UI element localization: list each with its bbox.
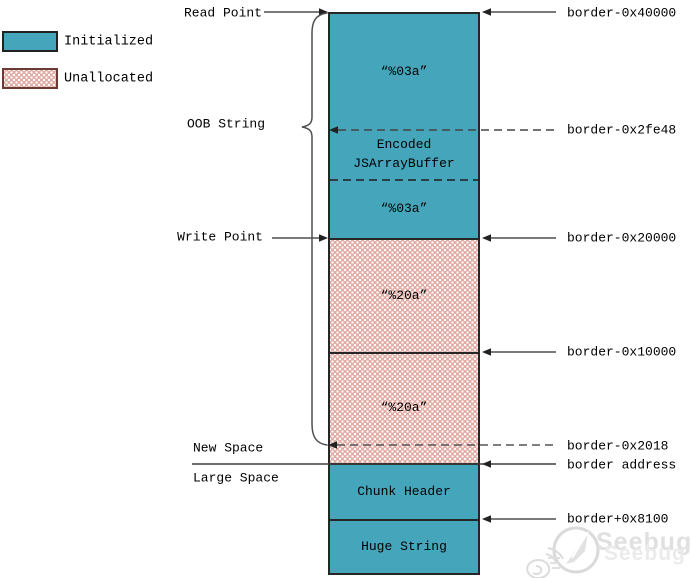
legend-label-initialized: Initialized xyxy=(64,34,154,50)
large-space-label: Large Space xyxy=(193,470,279,486)
border-0x8100-label: border+0x8100 xyxy=(567,511,669,527)
write-point-label: Write Point xyxy=(177,229,263,245)
segment-encoded-jsarraybuffer: Encoded JSArrayBuffer xyxy=(330,130,478,180)
read-point-label: Read Point xyxy=(183,5,262,21)
segment-chunk-header: Chunk Header xyxy=(330,463,478,519)
border-0x2018-label: border-0x2018 xyxy=(567,438,669,454)
write-point-arrow xyxy=(319,234,328,242)
watermark-icons xyxy=(526,526,600,578)
border-0x40000-label: border-0x40000 xyxy=(567,5,677,21)
segment-label: “%20a” xyxy=(380,400,428,416)
border-address-label: border address xyxy=(567,457,677,473)
watermark-brand-text: Seebug xyxy=(596,528,693,556)
border-0x40000-arrow xyxy=(482,8,491,16)
segment-huge-string: Huge String xyxy=(330,519,478,573)
segment-label: “%20a” xyxy=(380,287,428,303)
segment-unallocated-lower: “%20a” xyxy=(330,352,478,463)
border-address-arrow xyxy=(482,460,491,468)
legend-label-unallocated: Unallocated xyxy=(64,71,154,87)
border-0x20000-label: border-0x20000 xyxy=(567,230,677,246)
segment-oob-string-mid: “%03a” xyxy=(330,180,478,238)
segment-label-line2: JSArrayBuffer xyxy=(353,156,455,171)
border-0x10000-arrow xyxy=(482,348,491,356)
segment-label-line1: Encoded xyxy=(376,137,432,153)
segment-label: “%03a” xyxy=(380,63,428,79)
border-0x2fe48-label: border-0x2fe48 xyxy=(567,122,677,138)
oob-string-label: OOB String xyxy=(186,116,265,132)
segment-label: “%03a” xyxy=(380,200,428,216)
border-0x20000-arrow xyxy=(482,234,491,242)
watermark: Seebug Seebug xyxy=(508,520,693,578)
segment-oob-string-top: “%03a” xyxy=(330,14,478,130)
segment-label: Huge String xyxy=(361,538,447,554)
new-space-label: New Space xyxy=(193,440,264,456)
segment-unallocated-upper: “%20a” xyxy=(330,238,478,352)
oob-string-brace xyxy=(301,12,328,446)
legend-swatch-initialized xyxy=(2,31,58,52)
border-0x10000-label: border-0x10000 xyxy=(567,344,677,360)
border-0x8100-arrow xyxy=(482,515,491,523)
read-point-arrow xyxy=(319,8,328,16)
segment-label: Chunk Header xyxy=(357,483,451,499)
memory-column: “%03a” Encoded JSArrayBuffer “%03a” “%20… xyxy=(328,12,480,575)
weibo-icon xyxy=(526,547,564,578)
legend-swatch-unallocated xyxy=(2,68,58,89)
watermark-ghost-text: Seebug xyxy=(604,542,686,565)
seebug-logo-icon xyxy=(548,526,600,574)
